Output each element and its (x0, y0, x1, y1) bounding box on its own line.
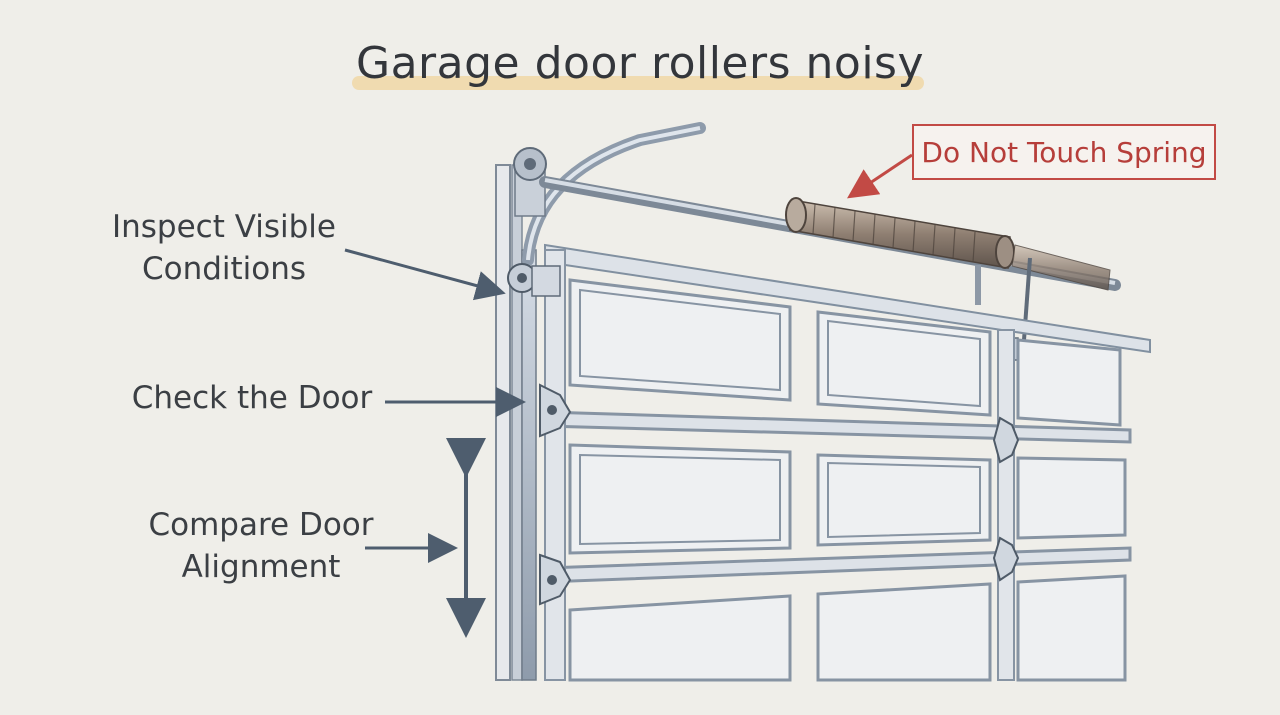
label-inspect-visible-conditions: Inspect Visible Conditions (111, 209, 336, 287)
label-check-the-door: Check the Door (131, 380, 373, 416)
title-highlight (352, 76, 924, 90)
door-frame (495, 164, 523, 681)
hinges (539, 383, 1020, 606)
warning-do-not-touch-spring: Do Not Touch Spring (912, 124, 1216, 180)
page-title: Garage door rollers noisy (356, 38, 924, 89)
label-compare-door-alignment: Compare Door Alignment (148, 507, 374, 585)
pulley-bracket (513, 147, 547, 217)
spring-warning-arrow (847, 153, 913, 199)
inspect-arrow (344, 248, 506, 301)
callout-arrows (344, 153, 913, 638)
door-panels (543, 278, 1132, 682)
rollers (507, 263, 561, 297)
